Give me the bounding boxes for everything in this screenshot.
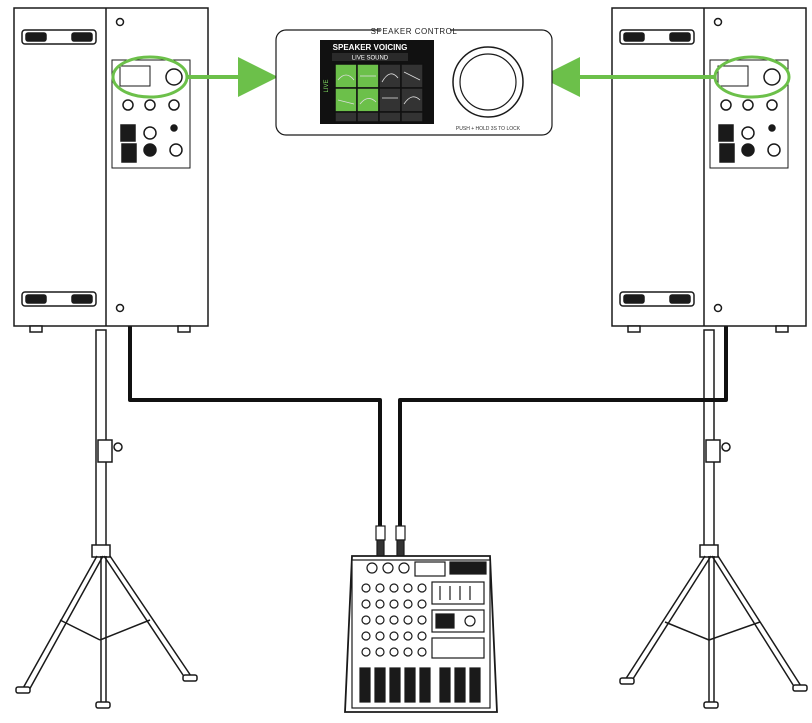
tripod-stand-right [619, 329, 808, 709]
mixer-master-section [431, 581, 485, 659]
highlight-ring-right [713, 55, 791, 99]
speaker-right [611, 7, 807, 333]
mixer-channel-knobs [361, 583, 427, 657]
control-title: SPEAKER CONTROL [371, 27, 458, 36]
mixer [344, 555, 498, 713]
screen-title: SPEAKER VOICING [333, 43, 408, 52]
voicing-curves [337, 71, 421, 105]
voicing-tiles [334, 63, 424, 123]
mixer-input-row [366, 561, 487, 577]
tripod-stand-left [15, 329, 198, 709]
screen-subtitle: LIVE SOUND [352, 56, 389, 62]
control-caption: PUSH + HOLD 3S TO LOCK [456, 126, 521, 132]
cable-plugs [375, 525, 406, 557]
highlight-ring-left [111, 55, 189, 99]
speaker-control-panel: SPEAKER CONTROL SPEAKER VOICING LIVE SOU… [275, 26, 553, 136]
speaker-left [13, 7, 209, 333]
screen-side-label: LIVE [324, 79, 330, 92]
mixer-faders [359, 667, 481, 703]
